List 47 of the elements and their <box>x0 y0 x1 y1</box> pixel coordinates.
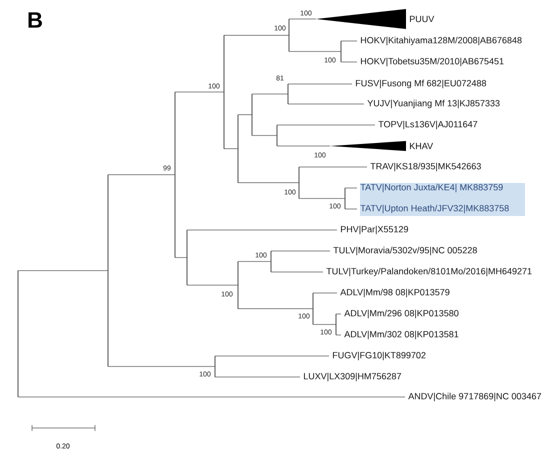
taxon-label: ADLV|Mm/98 08|KP013579 <box>340 288 450 298</box>
taxon-label: HOKV|Kitahiyama128M/2008|AB676848 <box>360 36 522 46</box>
branch-line <box>108 366 215 367</box>
branch-line <box>340 40 358 42</box>
node-label: KHAV <box>410 142 434 150</box>
branch-line <box>312 292 338 294</box>
branch-line <box>276 124 376 126</box>
collapsed-clade: KHAV <box>330 141 434 151</box>
branch-line <box>108 174 175 176</box>
branch-line <box>238 114 252 115</box>
taxon-label: TATV|Upton Heath/JFV32|MK883758 <box>360 204 509 214</box>
taxon-label: TULV|Turkey/Palandoken/8101Mo/2016|MH649271 <box>326 268 532 276</box>
branch-line <box>298 198 345 199</box>
taxon-label: ANDV|Chile 9717869|NC 003467 <box>408 392 542 402</box>
branch-line <box>336 334 342 336</box>
node-label: PUUV <box>410 16 434 22</box>
taxon-label: LUXV|LX309|HM756287 <box>304 372 402 382</box>
branch-line <box>174 257 187 258</box>
taxon-label: HOKV|Tobetsu35M/2010|AB675451 <box>360 58 504 66</box>
panel-letter: B <box>28 12 42 28</box>
branch-line <box>214 376 300 378</box>
branch-line <box>344 208 358 210</box>
taxon-label: PHV|Par|X55129 <box>340 226 408 234</box>
taxon-label: FUSV|Fusong Mf 682|EU072488 <box>356 80 486 88</box>
branch-line <box>224 148 238 149</box>
branch-line <box>18 270 108 271</box>
taxon-label: ADLV|Mm/296 08|KP013580 <box>344 310 458 318</box>
taxon-label: FUGV|FG10|KT899702 <box>333 352 426 360</box>
taxon-label: ADLV|Mm/302 08|KP013581 <box>344 330 458 340</box>
branch-line <box>238 182 299 183</box>
taxon-label: YUJV|Yuanjiang Mf 13|KJ857333 <box>367 100 500 108</box>
branch-line <box>186 284 238 286</box>
branch-line <box>18 396 406 398</box>
branch-line <box>224 35 289 36</box>
branch-line <box>288 18 316 20</box>
branch-line <box>288 51 341 52</box>
branch-line <box>270 250 330 252</box>
branch-line <box>238 261 271 262</box>
branch-line <box>252 135 277 136</box>
taxon-label: TRAV|KS18/935|MK542663 <box>370 162 481 172</box>
branch-line <box>312 324 336 325</box>
branch-line <box>298 166 368 168</box>
taxon-label: TATV|Norton Juxta/KE4| MK883759 <box>360 184 503 192</box>
taxon-label: TOPV|Ls136V|AJ011647 <box>378 120 478 130</box>
taxon-label: TULV|Moravia/5302v/95|NC 005228 <box>333 246 477 256</box>
collapsed-clade: PUUV <box>316 9 434 29</box>
branch-line <box>238 308 313 309</box>
